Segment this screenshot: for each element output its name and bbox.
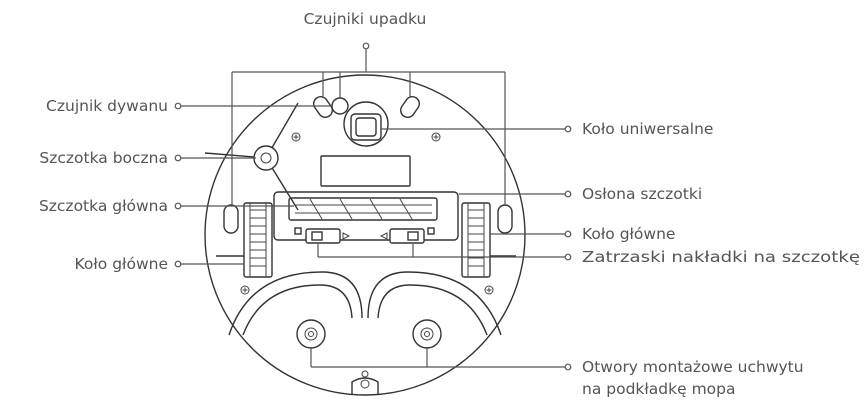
top-cliff-sensors	[313, 96, 420, 118]
label-cliff-sensors: Czujniki upadku	[304, 10, 427, 28]
label-mop-mount-holes-line1: Otwory montażowe uchwytu	[582, 358, 804, 376]
label-main-wheel-left: Koło główne	[75, 255, 168, 273]
robot-body	[204, 74, 526, 396]
mop-arcs	[216, 255, 516, 336]
label-side-brush: Szczotka boczna	[39, 149, 168, 167]
leader-lines	[181, 49, 565, 368]
universal-wheel	[343, 101, 389, 147]
side-brush	[204, 102, 299, 211]
main-wheel-right	[461, 202, 491, 278]
main-wheel-left	[243, 202, 273, 278]
label-brush-cover: Osłona szczotki	[582, 185, 702, 203]
label-plate	[320, 155, 411, 187]
label-main-wheel-right: Koło główne	[582, 225, 675, 243]
label-carpet-sensor: Czujnik dywanu	[46, 97, 168, 115]
screws	[240, 132, 494, 295]
leader-dots	[174, 42, 572, 371]
main-brush-assembly	[273, 191, 459, 244]
label-universal-wheel: Koło uniwersalne	[582, 120, 713, 138]
mop-mount-holes	[296, 319, 442, 349]
label-brush-cover-latches: Zatrzaski nakładki na szczotkę	[582, 248, 860, 266]
label-main-brush: Szczotka główna	[39, 197, 168, 215]
label-mop-mount-holes-line2: na podkładkę mopa	[582, 380, 736, 398]
